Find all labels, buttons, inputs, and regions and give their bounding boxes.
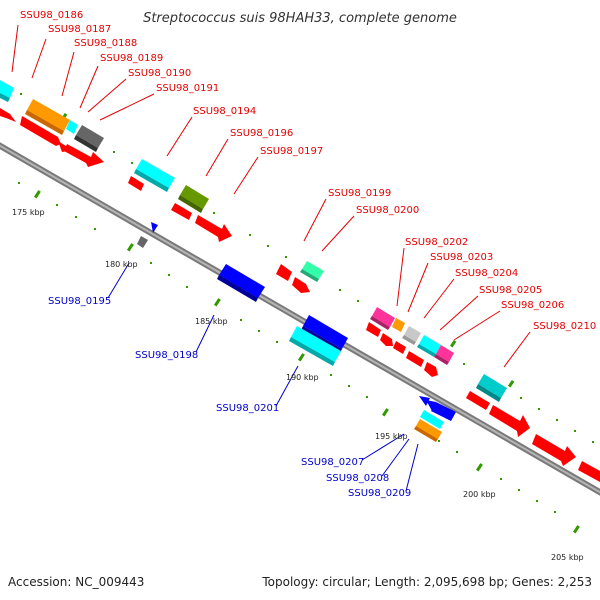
gene-label[interactable]: SSU98_0206: [501, 300, 564, 311]
gene-feature[interactable]: [74, 125, 104, 152]
gene-label[interactable]: SSU98_0190: [128, 68, 191, 79]
kbp-label: 200 kbp: [463, 490, 496, 499]
gene-label[interactable]: SSU98_0188: [74, 38, 137, 49]
kbp-labels: 175 kbp 180 kbp 185 kbp 190 kbp 195 kbp …: [12, 208, 584, 562]
gene-label[interactable]: SSU98_0203: [430, 252, 493, 263]
gene-label[interactable]: SSU98_0205: [479, 285, 542, 296]
gene-feature[interactable]: [66, 120, 78, 134]
kbp-label: 190 kbp: [286, 373, 319, 382]
gene-feature[interactable]: [476, 374, 507, 402]
gene-feature[interactable]: [64, 144, 104, 167]
gene-label[interactable]: SSU98_0210: [533, 321, 596, 332]
gene-label[interactable]: SSU98_0187: [48, 24, 111, 35]
kbp-label: 175 kbp: [12, 208, 45, 217]
forward-label-leaders: [11, 24, 531, 368]
gene-feature[interactable]: [402, 326, 421, 345]
gene-feature[interactable]: [419, 396, 430, 406]
gene-feature[interactable]: [195, 215, 232, 242]
forward-strand-genes: [0, 108, 600, 482]
forward-gene-labels: SSU98_0186 SSU98_0187 SSU98_0188 SSU98_0…: [20, 10, 596, 332]
topology-summary: Topology: circular; Length: 2,095,698 bp…: [261, 575, 592, 589]
gene-feature[interactable]: [0, 80, 14, 102]
map-title: Streptococcus suis 98HAH33, complete gen…: [143, 11, 457, 26]
accession-text: Accession: NC_009443: [8, 575, 144, 589]
gene-feature[interactable]: [532, 434, 576, 466]
kbp-label: 195 kbp: [375, 432, 408, 441]
gene-feature[interactable]: [414, 419, 442, 442]
gene-label[interactable]: SSU98_0197: [260, 146, 323, 157]
gene-feature[interactable]: [171, 203, 192, 220]
gene-feature[interactable]: [392, 318, 405, 332]
gene-label[interactable]: SSU98_0199: [328, 188, 391, 199]
gene-label[interactable]: SSU98_0201: [216, 403, 279, 414]
gene-feature[interactable]: [300, 261, 324, 282]
gene-feature[interactable]: [380, 333, 393, 346]
gene-feature[interactable]: [0, 108, 16, 122]
genome-backbone-highlight: [0, 144, 600, 494]
gene-label[interactable]: SSU98_0196: [230, 128, 293, 139]
gene-feature[interactable]: [466, 391, 490, 410]
kbp-label: 185 kbp: [195, 317, 228, 326]
gene-feature[interactable]: [434, 345, 454, 365]
gene-feature[interactable]: [578, 461, 600, 482]
gene-feature[interactable]: [424, 362, 438, 377]
reverse-gene-labels: SSU98_0195 SSU98_0198 SSU98_0201 SSU98_0…: [48, 296, 411, 499]
gene-feature[interactable]: [289, 326, 341, 366]
gene-feature[interactable]: [406, 351, 424, 367]
gene-feature[interactable]: [370, 307, 395, 330]
gene-feature[interactable]: [426, 400, 436, 411]
gene-feature[interactable]: [137, 236, 148, 248]
gene-label[interactable]: SSU98_0189: [100, 53, 163, 64]
kbp-label: 205 kbp: [551, 553, 584, 562]
gene-label[interactable]: SSU98_0200: [356, 205, 419, 216]
gene-feature[interactable]: [431, 402, 456, 421]
kbp-scale-dots: [18, 182, 556, 513]
gene-feature[interactable]: [276, 264, 292, 281]
gene-label[interactable]: SSU98_0208: [326, 473, 389, 484]
gene-feature[interactable]: [20, 116, 61, 146]
gene-feature[interactable]: [292, 277, 310, 293]
gene-feature[interactable]: [178, 185, 209, 213]
kbp-major-ticks: [33, 190, 580, 534]
gene-label[interactable]: SSU98_0194: [193, 106, 256, 117]
reverse-label-leaders: [107, 262, 419, 492]
gene-feature[interactable]: [366, 322, 381, 337]
gene-label[interactable]: SSU98_0207: [301, 457, 364, 468]
gene-label[interactable]: SSU98_0209: [348, 488, 411, 499]
gene-label[interactable]: SSU98_0202: [405, 237, 468, 248]
gene-feature[interactable]: [420, 410, 444, 429]
kbp-label: 180 kbp: [105, 260, 138, 269]
gene-label[interactable]: SSU98_0204: [455, 268, 518, 279]
gene-feature[interactable]: [417, 335, 441, 357]
gene-feature[interactable]: [489, 405, 530, 437]
gene-feature[interactable]: [217, 264, 265, 302]
gene-feature[interactable]: [393, 341, 406, 354]
gene-feature[interactable]: [128, 176, 144, 191]
gene-label[interactable]: SSU98_0191: [156, 83, 219, 94]
gene-label[interactable]: SSU98_0195: [48, 296, 111, 307]
gene-label[interactable]: SSU98_0186: [20, 10, 83, 21]
gene-label[interactable]: SSU98_0198: [135, 350, 198, 361]
colored-gene-features: [0, 80, 507, 402]
reverse-strand-genes: [137, 222, 456, 442]
gene-feature[interactable]: [134, 159, 175, 192]
gene-feature[interactable]: [25, 99, 70, 135]
gene-feature[interactable]: [151, 222, 158, 233]
